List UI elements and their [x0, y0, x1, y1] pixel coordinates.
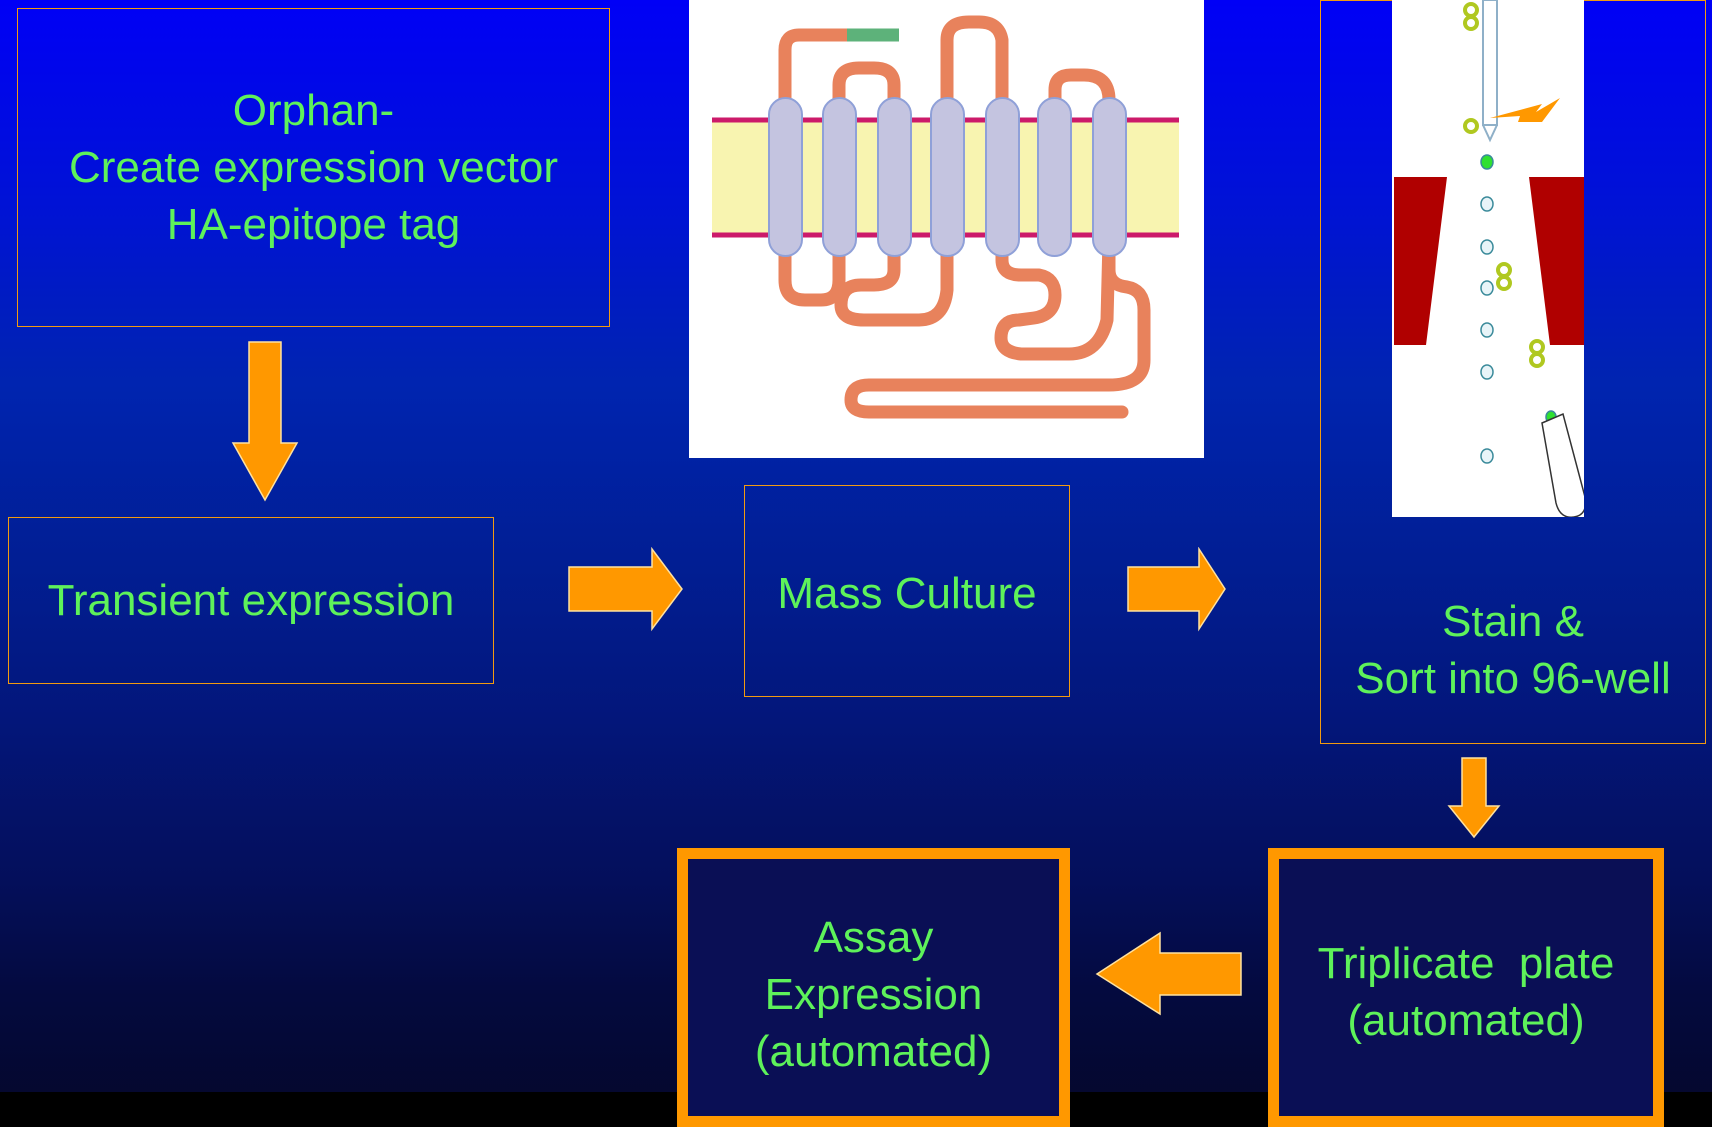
down-arrow-icon	[1447, 757, 1501, 839]
mass-culture-label: Mass Culture	[777, 569, 1037, 618]
stain-sort-line-2: Sort into 96-well	[1355, 654, 1671, 703]
triplicate-plate-box: Triplicate plate (automated)	[1268, 848, 1664, 1127]
orphan-line-3: HA-epitope tag	[166, 200, 461, 249]
cell-sorter-illustration	[1392, 0, 1587, 518]
stain-sort-box: Stain & Sort into 96-well	[1320, 0, 1706, 744]
down-arrow-icon	[231, 341, 299, 502]
orphan-vector-box: Orphan- Create expression vector HA-epit…	[17, 8, 610, 327]
assay-expression-box: Assay Expression (automated)	[677, 848, 1070, 1127]
receptor-illustration	[689, 0, 1204, 458]
left-arrow-icon	[1095, 931, 1242, 1016]
orphan-line-2: Create expression vector	[68, 143, 559, 192]
mass-culture-box: Mass Culture	[744, 485, 1070, 697]
assay-line-3: (automated)	[754, 1027, 993, 1076]
stain-sort-line-1: Stain &	[1442, 597, 1584, 646]
assay-line-2: Expression	[764, 970, 983, 1019]
right-arrow-icon	[1127, 547, 1226, 632]
orphan-line-1: Orphan-	[232, 86, 395, 135]
right-arrow-icon	[568, 547, 683, 632]
triplicate-line-2: (automated)	[1347, 996, 1585, 1045]
triplicate-line-1: Triplicate plate	[1317, 939, 1615, 988]
assay-line-1: Assay	[813, 913, 934, 962]
transient-expression-label: Transient expression	[47, 576, 455, 625]
transient-expression-box: Transient expression	[8, 517, 494, 684]
